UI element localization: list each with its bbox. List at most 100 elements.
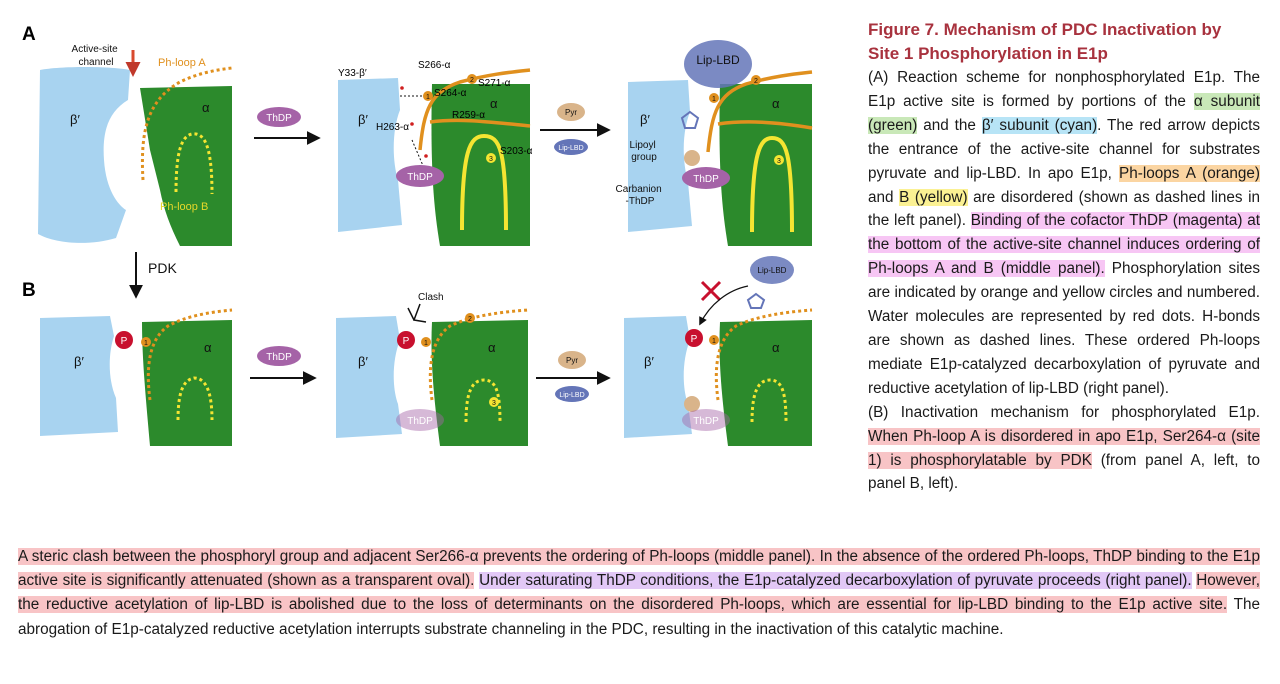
phosphoryl-label: P — [403, 336, 410, 347]
site-2-marker — [465, 313, 475, 323]
alpha-subunit — [431, 84, 530, 246]
figure-title: Figure 7. Mechanism of PDC Inactivation … — [868, 18, 1260, 66]
caption-panel-b-start: (B) Inactivation mechanism for phosphory… — [868, 401, 1260, 497]
caption-text: (B) Inactivation mechanism for phosphory… — [868, 403, 1260, 421]
site-3-label: 3 — [492, 400, 496, 407]
beta-prime-label: β′ — [644, 354, 654, 369]
lip-lbd-label: Lip-LBD — [758, 266, 787, 275]
pyr-badge-b2 — [558, 351, 586, 369]
ph-loop-a-disordered — [140, 66, 233, 181]
phosphoryl-group — [115, 331, 133, 349]
alpha-label: α — [772, 340, 780, 355]
phosphoryl-group — [685, 329, 703, 347]
site-3-marker — [489, 397, 499, 407]
carbanion-marker — [684, 396, 700, 412]
thdp-label: ThDP — [693, 416, 719, 427]
thdp-badge-b1 — [257, 346, 301, 366]
beta-prime-label: β′ — [70, 112, 80, 127]
site-1-label: 1 — [712, 338, 716, 345]
arrow-b2: Pyr Lip-LBD — [536, 351, 611, 402]
ph-loop-b-disordered — [750, 378, 788, 423]
site-2-label: 2 — [468, 316, 472, 323]
arrow-a1: ThDP — [254, 107, 321, 145]
alpha-subunit — [719, 320, 812, 446]
lipoyl-ring — [680, 110, 700, 129]
beta-prime-subunit — [628, 80, 692, 232]
caption-text: are disordered (shown as dashed lines in… — [868, 188, 1260, 230]
alpha-label: α — [202, 100, 210, 115]
alpha-subunit — [142, 320, 232, 446]
thdp-bound-a2 — [396, 165, 444, 187]
ph-loop-a-ordered — [706, 70, 813, 153]
ph-loop-a-ordered — [418, 68, 531, 151]
ph-loop-a-label: Ph-loop A — [158, 57, 206, 69]
alpha-subunit — [140, 86, 232, 246]
active-site-channel-label: Active-site channel — [72, 44, 121, 68]
site-3-marker — [486, 153, 496, 163]
ph-loop-a-disordered — [714, 308, 813, 401]
figure-caption-bottom: A steric clash between the phosphoryl gr… — [18, 545, 1261, 642]
arrow-a2: Pyr Lip-LBD — [540, 103, 611, 155]
residue-h263: H263-α — [376, 122, 409, 133]
clash-marker — [407, 303, 427, 323]
beta-prime-subunit — [336, 316, 402, 438]
phosphoryl-group — [397, 331, 415, 349]
clash-label: Clash — [418, 292, 444, 303]
highlight-beta-subunit: β′ subunit (cyan) — [981, 116, 1098, 134]
site-3-label: 3 — [777, 158, 781, 165]
pdk-arrow: PDK — [129, 252, 177, 299]
ph-loop-a-ordered-tail — [429, 118, 531, 128]
ph-loop-b-disordered — [174, 132, 214, 195]
site-1-marker — [141, 337, 151, 347]
figure-title-line-2: Site 1 Phosphorylation in E1p — [868, 44, 1108, 63]
lip-lbd-label: Lip-LBD — [559, 392, 584, 399]
residue-y33: Y33-β′ — [338, 68, 367, 79]
carbanion-thdp-label: Carbanion -ThDP — [616, 184, 665, 207]
lip-lbd-label: Lip-LBD — [696, 53, 740, 67]
site-1-marker — [709, 93, 719, 103]
beta-prime-label: β′ — [358, 354, 368, 369]
site-2-marker — [751, 75, 761, 85]
panel-b-middle: β′ α P 1 2 3 Clash ThDP — [336, 292, 529, 446]
phosphoryl-label: P — [691, 334, 698, 345]
thdp-label: ThDP — [266, 352, 292, 363]
beta-prime-subunit — [624, 316, 692, 438]
highlight-ph-loop-a: Ph-loops A (orange) — [1119, 164, 1260, 182]
carbanion-marker — [684, 150, 700, 166]
panel-a-left: β′ α Active-site channel Ph-loop A Ph-lo… — [38, 44, 233, 246]
figure-caption-right: Figure 7. Mechanism of PDC Inactivation … — [868, 18, 1260, 496]
thdp-attenuated-b3 — [682, 409, 730, 431]
thdp-label: ThDP — [407, 172, 433, 183]
beta-prime-label: β′ — [640, 112, 650, 127]
beta-prime-label: β′ — [358, 112, 368, 127]
site-2-marker — [467, 74, 477, 84]
figure-7-diagram: A B β′ α Active-site channel Ph-loop A P… — [22, 24, 813, 446]
thdp-label: ThDP — [266, 113, 292, 124]
ph-loop-b-label: Ph-loop B — [160, 201, 208, 213]
thdp-label: ThDP — [407, 416, 433, 427]
site-2-label: 2 — [754, 78, 758, 85]
phosphoryl-label: P — [121, 336, 128, 347]
highlight-ph-loop-b: B (yellow) — [899, 188, 968, 206]
blocked-approach-arrow — [699, 285, 749, 326]
alpha-label: α — [204, 340, 212, 355]
residue-s264: S264-α — [434, 88, 467, 99]
site-1-marker — [421, 337, 431, 347]
caption-text: The abrogation of E1p-catalyzed reductiv… — [18, 596, 1260, 638]
site-2-label: 2 — [470, 77, 474, 84]
site-3-marker — [774, 155, 784, 165]
highlight-decarboxylation: Under saturating ThDP conditions, the E1… — [479, 572, 1192, 590]
ph-loop-b-ordered — [750, 135, 794, 233]
panel-b-label: B — [22, 280, 36, 301]
ph-loop-a-disordered — [146, 308, 233, 401]
panel-a-label: A — [22, 24, 36, 45]
lip-lbd-badge-b2 — [555, 386, 589, 402]
pyr-label: Pyr — [566, 356, 578, 365]
alpha-subunit — [719, 84, 812, 246]
residue-s203: S203-α — [500, 146, 533, 157]
caption-text: (A) Reaction scheme for nonphosphorylate… — [868, 69, 1260, 110]
site-1-marker — [709, 335, 719, 345]
caption-text: Phosphorylation sites are indicated by o… — [868, 260, 1261, 397]
panel-a-right: Lip-LBD β′ α 1 2 3 ThDP Lipoyl group Car… — [616, 40, 813, 246]
thdp-attenuated-b2 — [396, 409, 444, 431]
